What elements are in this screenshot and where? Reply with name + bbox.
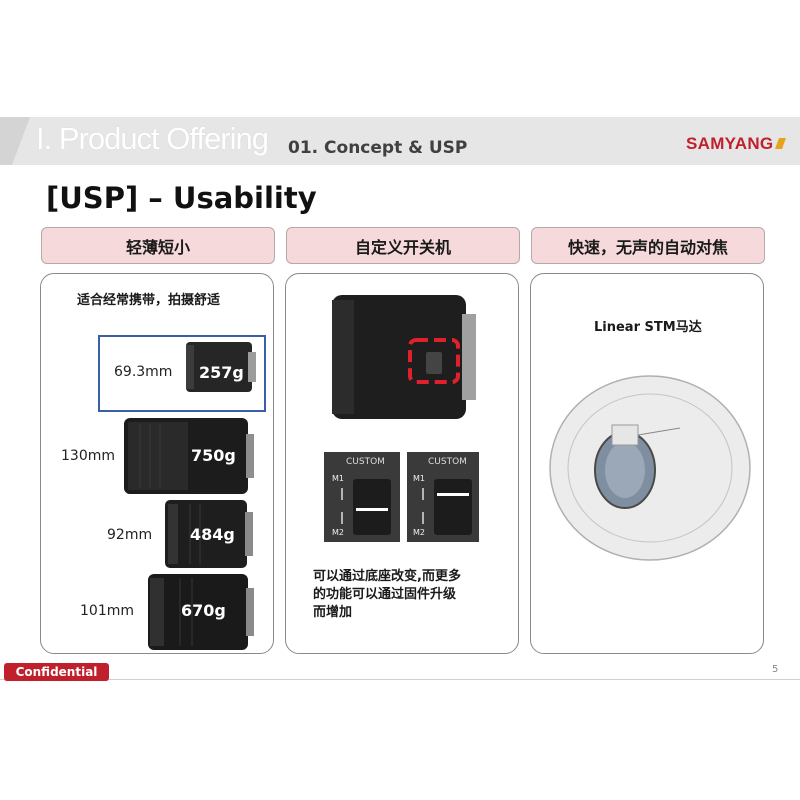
stm-motor-illustration [549, 375, 751, 561]
lens-length-1: 69.3mm [114, 364, 173, 380]
panel-1-caption: 适合经常携带，拍摄舒适 [77, 293, 221, 308]
header-band [0, 117, 800, 165]
lens-weight-4: 670g [181, 601, 226, 620]
switch-label-m1-1: M1 [332, 474, 344, 483]
lens-length-4: 101mm [80, 603, 134, 619]
switch-label-m2-1: M2 [332, 528, 344, 537]
lens-image-1 [186, 342, 256, 392]
column-tab-autofocus: 快速，无声的自动对焦 [531, 227, 765, 264]
lens-length-3: 92mm [107, 527, 153, 543]
page-heading: [USP] – Usability [46, 181, 317, 215]
highlight-box [98, 335, 266, 412]
switch-label-custom-2: CUSTOM [428, 457, 467, 467]
lens-image-2 [124, 418, 254, 494]
panel-2-line-1: 可以通过底座改变,而更多 [313, 569, 461, 584]
lens-length-2: 130mm [61, 448, 115, 464]
lens-weight-2: 750g [191, 446, 236, 465]
panel-3-caption: Linear STM马达 [594, 320, 702, 335]
switch-closeup-m2 [407, 452, 479, 542]
footer-divider [0, 679, 800, 680]
sub-title: 01. Concept & USP [288, 138, 468, 158]
brand-logo: SAMYANG [686, 134, 774, 153]
lens-image-3 [165, 500, 253, 568]
switch-label-m1-2: M1 [413, 474, 425, 483]
lens-image-4 [148, 574, 254, 650]
switch-closeup-m1 [324, 452, 400, 542]
lens-weight-3: 484g [190, 525, 235, 544]
switch-label-m2-2: M2 [413, 528, 425, 537]
column-tab-lightweight: 轻薄短小 [41, 227, 275, 264]
panel-2-line-3: 而增加 [313, 605, 353, 620]
confidential-badge: Confidential [4, 663, 109, 681]
lens-weight-1: 257g [199, 363, 244, 382]
panel-2-description: 可以通过底座改变,而更多 的功能可以通过固件升级 而增加 [313, 568, 513, 622]
switch-label-custom-1: CUSTOM [346, 457, 385, 467]
section-title: I. Product Offering [36, 121, 269, 156]
panel-2-line-2: 的功能可以通过固件升级 [313, 587, 457, 602]
column-tab-custom-switch: 自定义开关机 [286, 227, 520, 264]
custom-switch-lens-image [332, 295, 476, 419]
page-number: 5 [772, 664, 779, 675]
